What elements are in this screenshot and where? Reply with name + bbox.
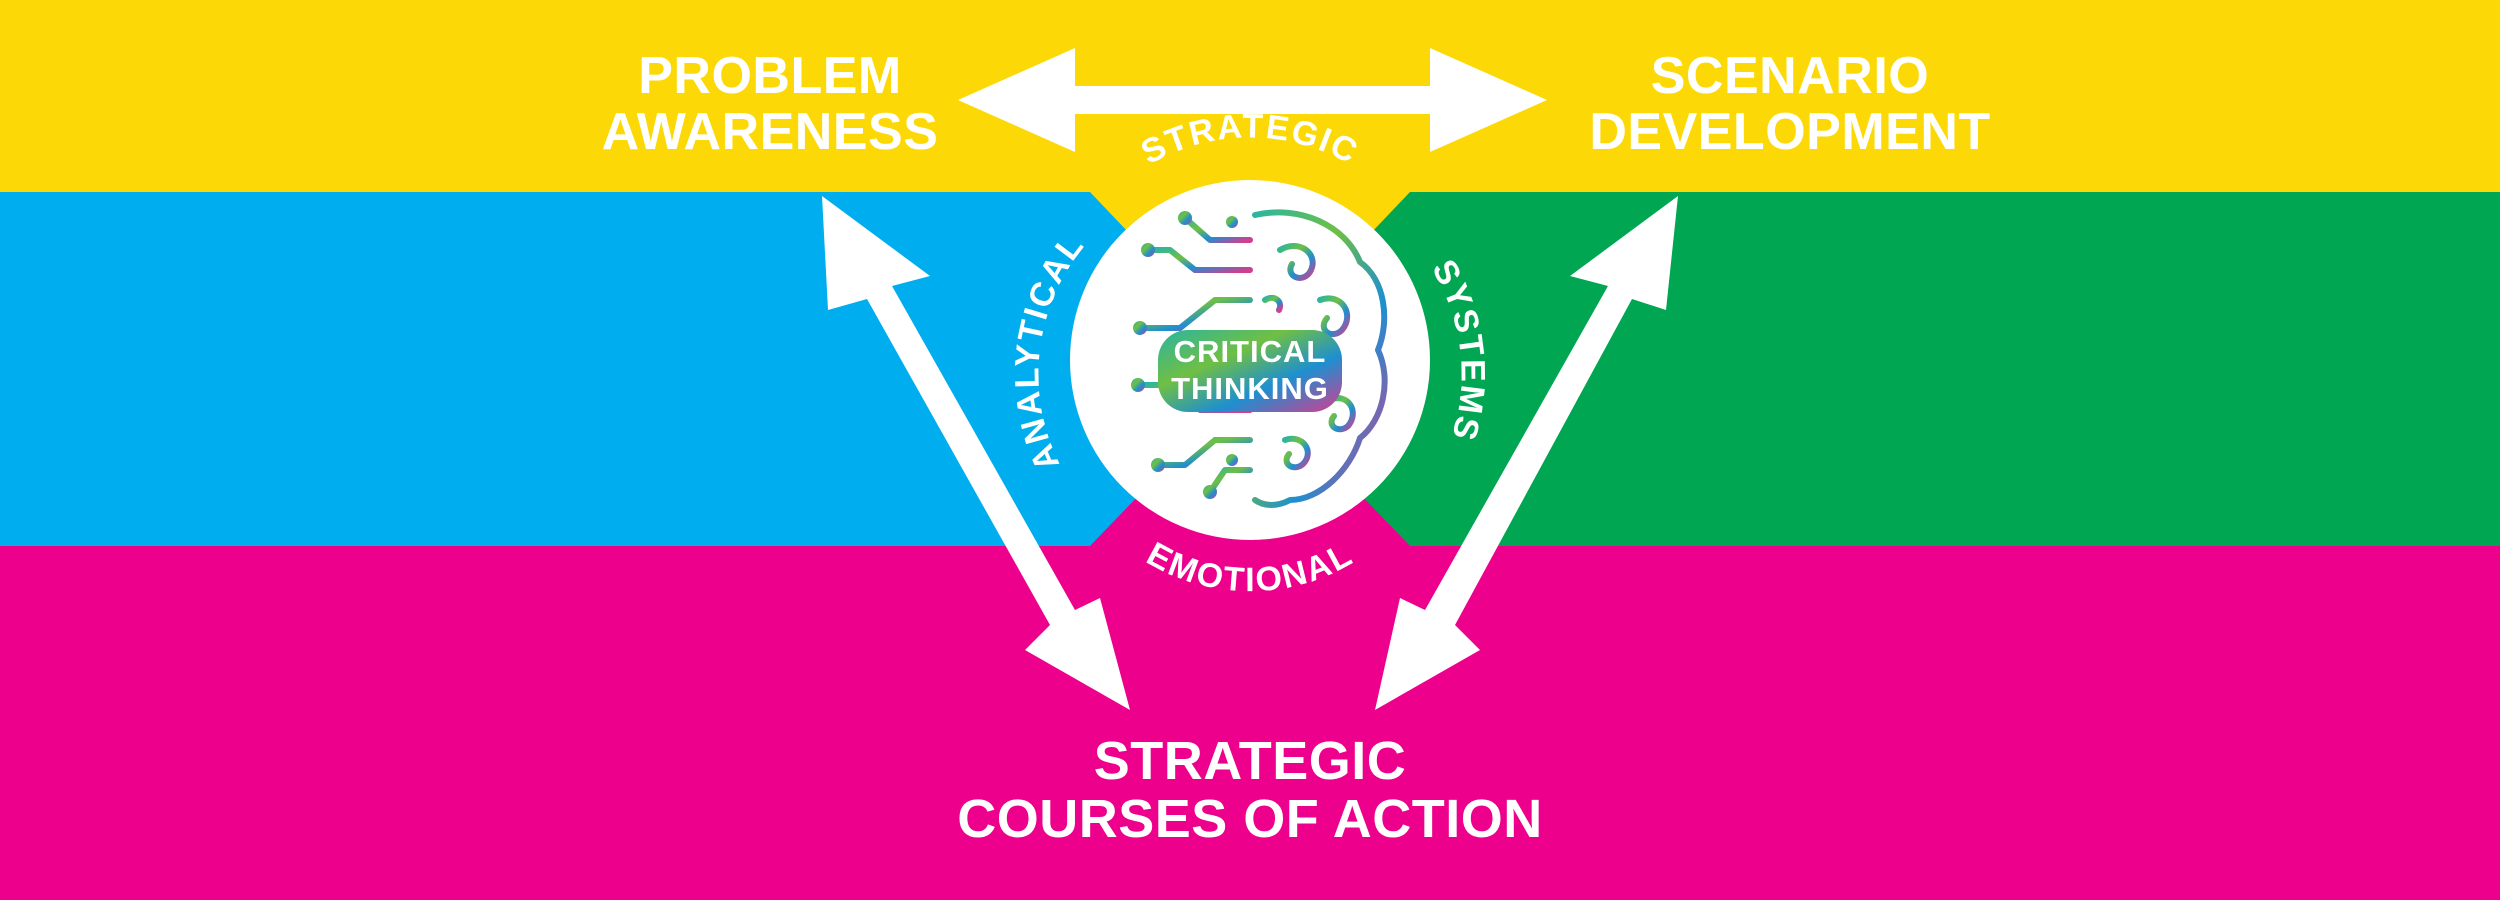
left-blue-band bbox=[0, 192, 1250, 546]
arrow-left bbox=[822, 196, 1130, 710]
node-scenario-development-line-2: DEVELOPMENT bbox=[1589, 103, 1991, 162]
circuit-nodes bbox=[1131, 211, 1238, 499]
node-scenario-development: SCENARIO DEVELOPMENT bbox=[1570, 48, 2010, 160]
node-strategic-courses-of-action: STRATEGIC COURSES OF ACTION bbox=[900, 732, 1600, 849]
center-line-2: THINKING bbox=[1171, 371, 1329, 406]
node-problem-awareness: PROBLEM AWARENESS bbox=[560, 48, 980, 160]
node-strategic-courses-line-1: STRATEGIC bbox=[1093, 731, 1407, 791]
bottom-magenta-band bbox=[0, 546, 2500, 900]
ring-label-systems: SYSTEMS bbox=[1424, 253, 1491, 445]
right-green-band bbox=[1250, 192, 2500, 546]
center-label-pill bbox=[1158, 330, 1342, 412]
arrow-top bbox=[958, 48, 1547, 152]
node-problem-awareness-line-1: PROBLEM bbox=[638, 47, 902, 105]
node-problem-awareness-line-2: AWARENESS bbox=[601, 103, 939, 162]
node-scenario-development-line-1: SCENARIO bbox=[1650, 47, 1930, 105]
ring-label-strategic: STRATEGIC bbox=[1135, 107, 1365, 171]
node-strategic-courses-line-2: COURSES OF ACTION bbox=[957, 789, 1543, 850]
arrow-right bbox=[1375, 196, 1678, 710]
center-line-1: CRITICAL bbox=[1174, 334, 1327, 369]
